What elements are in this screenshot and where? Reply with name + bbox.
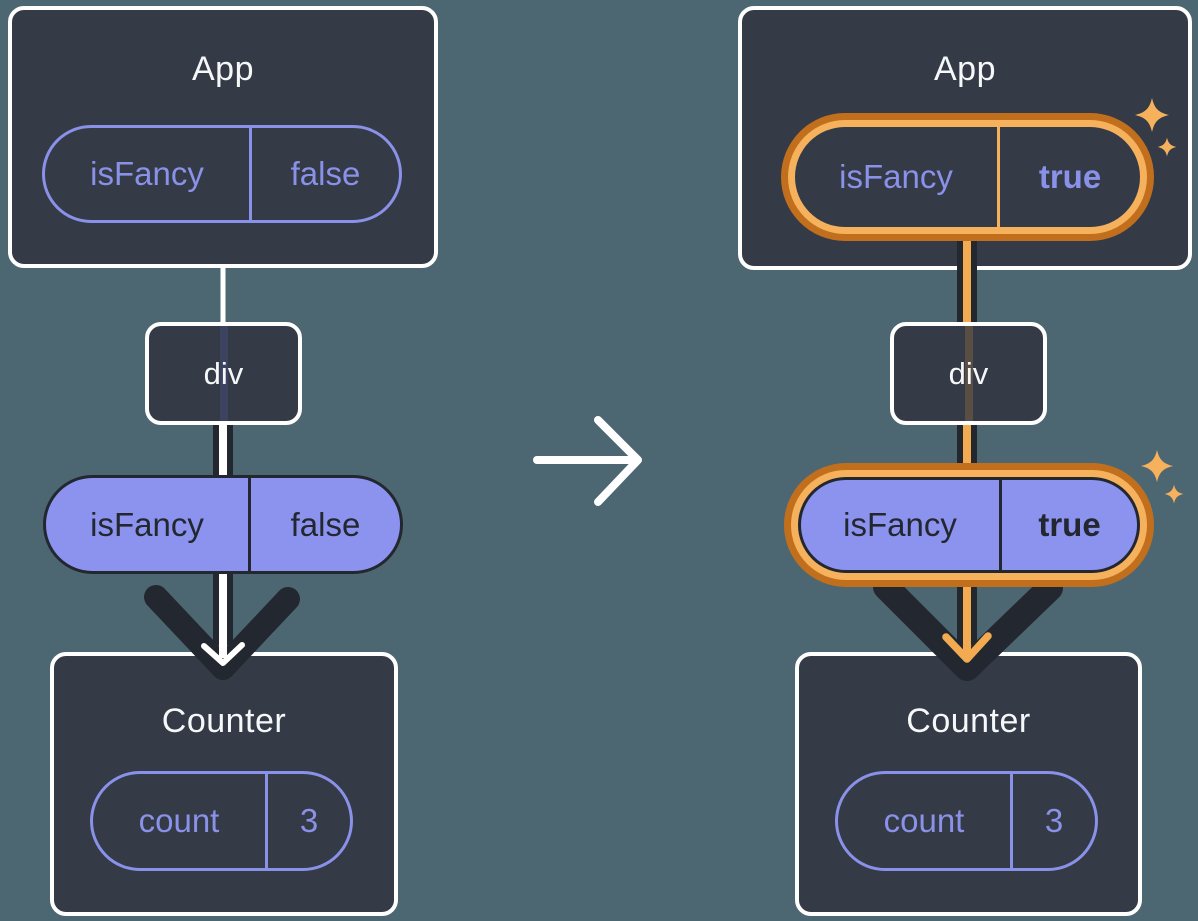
state-key: count xyxy=(93,774,268,868)
after-app-box: App isFancy true xyxy=(738,6,1192,270)
after-app-title: App xyxy=(934,50,996,88)
arrow-right-icon xyxy=(533,416,642,506)
sparkle-icon xyxy=(1157,137,1177,157)
flow-line-ghost xyxy=(964,326,973,421)
before-app-box: App isFancy false xyxy=(8,6,438,268)
after-app-state-pill: isFancy true xyxy=(795,127,1140,227)
before-app-title: App xyxy=(192,50,254,88)
prop-key: isFancy xyxy=(46,478,251,571)
before-app-state-pill: isFancy false xyxy=(42,125,402,223)
before-div-box: div xyxy=(145,322,302,425)
after-counter-state-pill: count 3 xyxy=(835,771,1098,871)
after-prop-pill: isFancy true xyxy=(798,477,1140,573)
after-counter-title: Counter xyxy=(906,702,1031,740)
after-counter-box: Counter count 3 xyxy=(795,652,1142,916)
prop-value: true xyxy=(1038,506,1101,543)
sparkle-icon xyxy=(1135,98,1169,132)
after-div-box: div xyxy=(890,322,1047,425)
before-counter-box: Counter count 3 xyxy=(50,652,398,916)
before-counter-state-pill: count 3 xyxy=(90,771,353,871)
before-prop-pill: isFancy false xyxy=(43,475,403,574)
state-value: 3 xyxy=(299,802,319,839)
prop-key: isFancy xyxy=(801,480,1002,570)
state-value: 3 xyxy=(1044,802,1064,839)
sparkle-icon xyxy=(1140,449,1174,483)
prop-value: false xyxy=(290,505,361,543)
before-div-label: div xyxy=(203,355,244,391)
sparkle-icon xyxy=(1164,484,1184,504)
state-value: true xyxy=(1038,158,1102,195)
state-value: false xyxy=(290,155,361,192)
state-key: count xyxy=(838,774,1013,868)
flow-line-ghost xyxy=(219,326,228,421)
state-key: isFancy xyxy=(795,127,1000,227)
state-key: isFancy xyxy=(45,128,252,220)
before-counter-title: Counter xyxy=(161,702,287,740)
after-div-label: div xyxy=(948,355,989,391)
